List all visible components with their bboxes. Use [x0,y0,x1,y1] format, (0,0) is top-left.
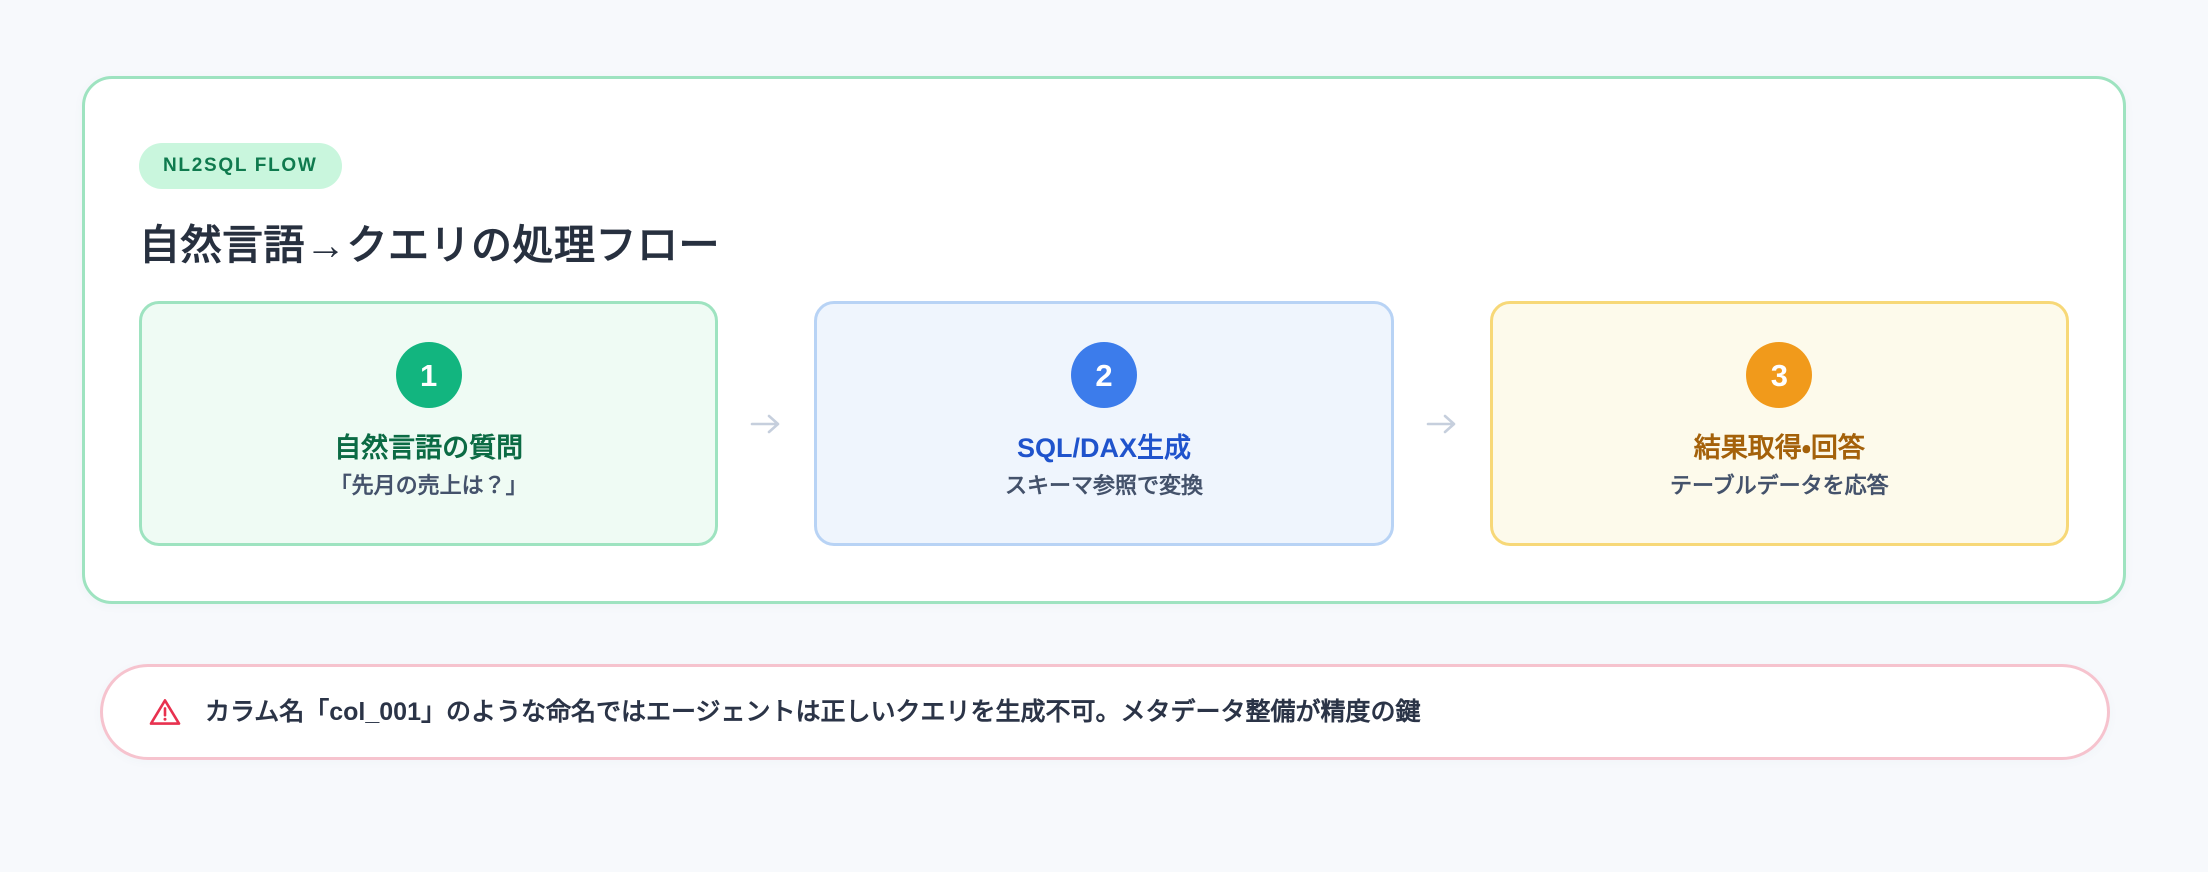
warning-callout: カラム名「col_001」のような命名ではエージェントは正しいクエリを生成不可。… [100,664,2110,760]
warning-triangle-icon [147,694,183,730]
flow-step-3: 3 結果取得・回答 テーブルデータを応答 [1489,301,2069,546]
page-title: 自然言語→クエリの処理フロー [139,222,720,268]
flow-badge: NL2SQL FLOW [139,143,342,189]
step-number-badge-3: 3 [1746,342,1813,409]
nl2sql-flow-card: NL2SQL FLOW 自然言語→クエリの処理フロー 1 自然言語の質問 「先月… [82,76,2126,604]
flow-steps: 1 自然言語の質問 「先月の売上は？」 2 SQL/DAX生成 スキーマ参照で変… [139,301,2069,546]
step-label-2: SQL/DAX生成 [1016,433,1191,464]
step-number-badge-2: 2 [1070,342,1137,409]
step-sublabel-2: スキーマ参照で変換 [1004,473,1203,499]
warning-message: カラム名「col_001」のような命名ではエージェントは正しいクエリを生成不可。… [205,697,1421,726]
arrow-right-icon [746,410,786,438]
flow-connector-1 [718,410,814,438]
flow-step-1: 1 自然言語の質問 「先月の売上は？」 [139,301,719,546]
step-sublabel-1: 「先月の売上は？」 [329,473,528,499]
step-label-1: 自然言語の質問 [334,433,524,464]
flow-connector-2 [1394,410,1490,438]
step-label-3: 結果取得・回答 [1693,433,1865,464]
flow-step-2: 2 SQL/DAX生成 スキーマ参照で変換 [814,301,1394,546]
arrow-right-icon [1422,410,1462,438]
step-number-badge-1: 1 [395,342,462,409]
step-sublabel-3: テーブルデータを応答 [1669,473,1889,499]
